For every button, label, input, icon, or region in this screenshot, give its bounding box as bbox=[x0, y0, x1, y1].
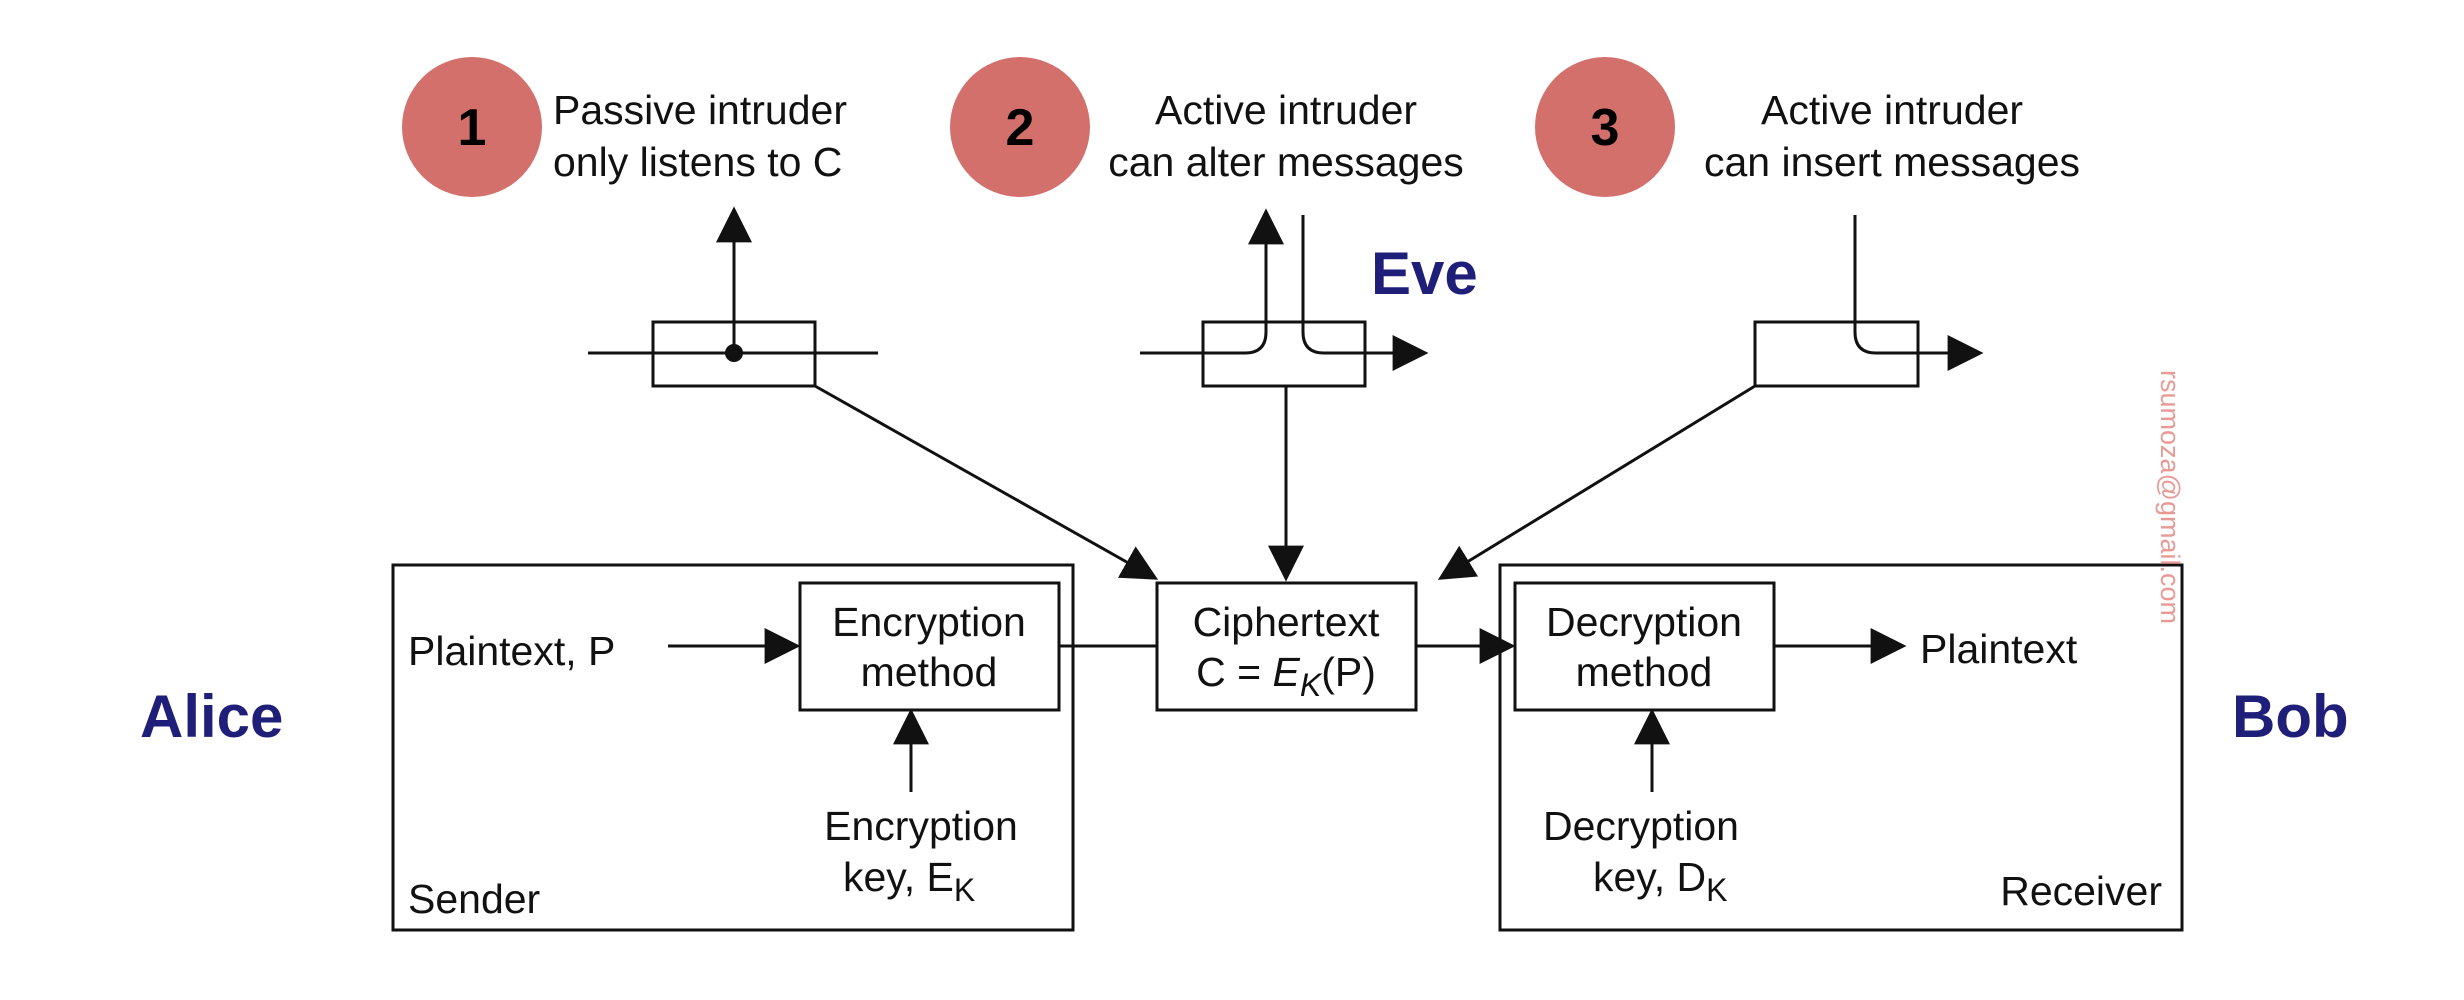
intruder-1: 1 Passive intruder only listens to C bbox=[402, 57, 847, 197]
alice-label: Alice bbox=[140, 683, 283, 750]
intruder-1-caption-line2: only listens to C bbox=[553, 139, 842, 185]
alter-tap-out-arrow bbox=[1203, 208, 1284, 355]
intruder-3: 3 Active intruder can insert messages bbox=[1535, 57, 2080, 197]
sender-box bbox=[391, 563, 1075, 932]
sender-panel: Plaintext, P Encryption method Encryptio… bbox=[391, 563, 1075, 932]
encryption-method-line2: method bbox=[861, 649, 998, 695]
badge-1-number: 1 bbox=[458, 99, 487, 157]
watermark-text: rsumoza@gmail.com bbox=[2155, 370, 2185, 624]
intruder-3-caption-line1: Active intruder bbox=[1761, 87, 2023, 133]
ciphertext-line1: Ciphertext bbox=[1193, 599, 1380, 645]
encryption-key-line2: key, EK bbox=[843, 854, 975, 908]
eve-label: Eve bbox=[1371, 240, 1478, 307]
intruder-2-caption-line2: can alter messages bbox=[1108, 139, 1464, 185]
receiver-label: Receiver bbox=[2000, 868, 2162, 914]
receiver-box bbox=[1498, 563, 2184, 932]
ciphertext-node: Ciphertext C = EK(P) bbox=[1155, 581, 1418, 712]
badge-3 bbox=[1535, 57, 1675, 197]
insert-tap-arrow bbox=[1853, 215, 1984, 371]
decryption-method-line1: Decryption bbox=[1546, 599, 1742, 645]
intruder-2: 2 Active intruder can alter messages bbox=[950, 57, 1464, 197]
decryption-method-line2: method bbox=[1576, 649, 1713, 695]
badge-1 bbox=[402, 57, 542, 197]
intruder-3-caption-line2: can insert messages bbox=[1704, 139, 2080, 185]
decryption-key-line1: Decryption bbox=[1543, 803, 1739, 849]
receiver-panel: Decryption method Plaintext Decryption k… bbox=[1498, 563, 2184, 932]
sender-plaintext-label: Plaintext, P bbox=[408, 628, 615, 674]
badge-3-number: 3 bbox=[1591, 99, 1620, 157]
encryption-method-line1: Encryption bbox=[832, 599, 1026, 645]
intruder-2-caption-line1: Active intruder bbox=[1155, 87, 1417, 133]
tap1-to-ciphertext-arrow bbox=[814, 384, 1159, 580]
sender-label: Sender bbox=[408, 876, 540, 922]
bob-label: Bob bbox=[2232, 683, 2349, 750]
alter-tap-in-arrow bbox=[1301, 215, 1429, 371]
receiver-plaintext-label: Plaintext bbox=[1920, 626, 2078, 672]
encryption-key-line1: Encryption bbox=[824, 803, 1018, 849]
alter-tap bbox=[1140, 208, 1429, 388]
passive-tap bbox=[588, 206, 878, 388]
decryption-key-line2: key, DK bbox=[1593, 854, 1728, 908]
badge-2-number: 2 bbox=[1006, 99, 1035, 157]
tap3-to-ciphertext-arrow bbox=[1437, 384, 1756, 580]
insert-tap bbox=[1753, 215, 1984, 388]
badge-2 bbox=[950, 57, 1090, 197]
intruder-1-caption-line1: Passive intruder bbox=[553, 87, 847, 133]
ciphertext-formula: C = EK(P) bbox=[1196, 649, 1376, 703]
